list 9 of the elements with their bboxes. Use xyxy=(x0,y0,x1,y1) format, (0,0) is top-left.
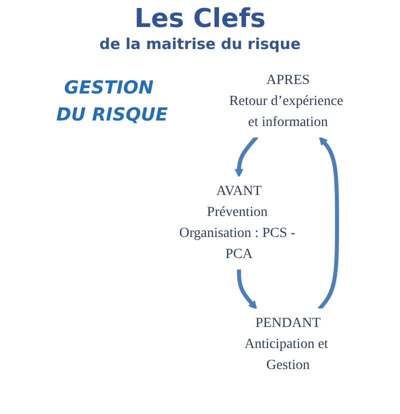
node-text: APRES Retour d’expérience et information xyxy=(229,73,344,130)
arrow xyxy=(318,136,339,310)
subtitle: de la maitrise du risque xyxy=(99,35,301,53)
title: Les Clefs xyxy=(134,4,266,34)
node-text: GESTION DU RISQUE xyxy=(56,78,168,126)
node-text: AVANT Prévention Organisation : PCS - PCA xyxy=(179,184,296,262)
node-text: PENDANT Anticipation et Gestion xyxy=(244,316,328,373)
arrow xyxy=(234,136,258,178)
arrow xyxy=(237,269,258,310)
